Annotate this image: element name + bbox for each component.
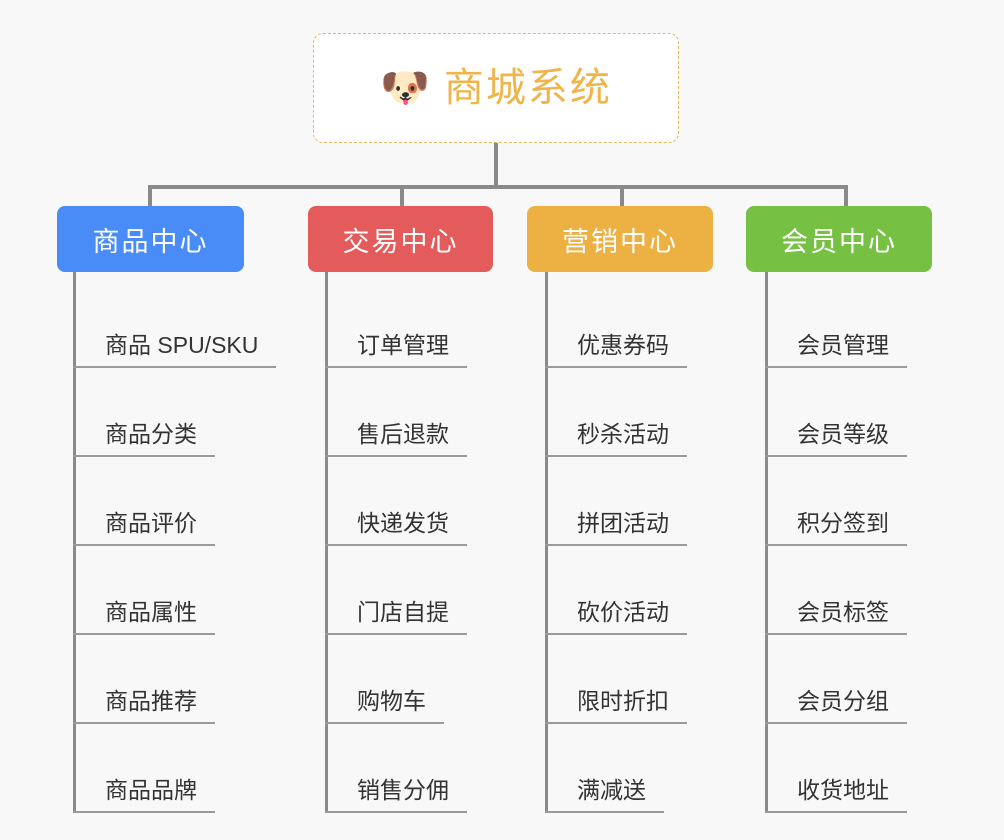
leaf-item-label: 会员等级	[797, 421, 889, 448]
leaf-item-label: 满减送	[577, 777, 646, 804]
leaf-item[interactable]: 拼团活动	[545, 474, 687, 546]
root-title: 商城系统	[443, 66, 612, 110]
category-label: 会员中心	[781, 226, 897, 257]
leaf-item-underline	[545, 811, 664, 813]
leaf-item-label: 优惠券码	[577, 332, 669, 359]
category-box-member-center[interactable]: 会员中心	[746, 206, 932, 272]
leaf-item-underline	[325, 455, 467, 457]
leaf-item[interactable]: 快递发货	[325, 474, 467, 546]
leaf-item-underline	[325, 811, 467, 813]
leaf-item[interactable]: 会员标签	[765, 563, 907, 635]
leaf-item-underline	[325, 366, 467, 368]
leaf-item[interactable]: 门店自提	[325, 563, 467, 635]
leaf-item-label: 购物车	[357, 688, 426, 715]
leaf-item-label: 秒杀活动	[577, 421, 669, 448]
category-label: 商品中心	[92, 226, 209, 257]
leaf-item-label: 商品分类	[105, 421, 197, 448]
leaf-item-underline	[73, 633, 215, 635]
leaf-item-underline	[325, 544, 467, 546]
category-box-marketing-center[interactable]: 营销中心	[527, 206, 713, 272]
leaf-item-label: 商品 SPU/SKU	[105, 332, 259, 359]
leaf-item[interactable]: 会员管理	[765, 296, 907, 368]
category-box-trade-center[interactable]: 交易中心	[308, 206, 493, 272]
leaf-item-underline	[765, 366, 907, 368]
leaf-item-underline	[325, 633, 467, 635]
leaf-item[interactable]: 商品评价	[73, 474, 215, 546]
leaf-item-underline	[73, 455, 215, 457]
leaf-item-label: 拼团活动	[577, 510, 669, 537]
leaf-item-label: 会员标签	[797, 599, 889, 626]
leaf-item-label: 收货地址	[797, 777, 889, 804]
leaf-item[interactable]: 商品品牌	[73, 741, 215, 813]
leaf-item-underline	[325, 722, 444, 724]
leaf-item-label: 销售分佣	[357, 777, 449, 804]
connector-drop-trade-center	[400, 185, 404, 208]
leaf-item-underline	[765, 455, 907, 457]
leaf-item[interactable]: 会员分组	[765, 652, 907, 724]
leaf-item[interactable]: 售后退款	[325, 385, 467, 457]
leaf-item[interactable]: 收货地址	[765, 741, 907, 813]
leaf-item[interactable]: 会员等级	[765, 385, 907, 457]
leaf-item-label: 门店自提	[357, 599, 449, 626]
connector-horizontal-bar	[148, 185, 848, 189]
connector-drop-marketing-center	[620, 185, 624, 208]
leaf-item-underline	[765, 633, 907, 635]
leaf-item-label: 商品评价	[105, 510, 197, 537]
leaf-item-underline	[545, 455, 687, 457]
category-label: 交易中心	[342, 226, 459, 257]
leaf-item[interactable]: 销售分佣	[325, 741, 467, 813]
leaf-item-underline	[545, 722, 687, 724]
leaf-item[interactable]: 商品 SPU/SKU	[73, 296, 277, 368]
leaf-item-underline	[765, 811, 907, 813]
leaf-item-label: 快递发货	[357, 510, 449, 537]
leaf-item-label: 会员分组	[797, 688, 889, 715]
leaf-item[interactable]: 订单管理	[325, 296, 467, 368]
leaf-item-label: 商品品牌	[105, 777, 197, 804]
leaf-item-underline	[765, 722, 907, 724]
leaf-item-label: 会员管理	[797, 332, 889, 359]
leaf-item-label: 商品推荐	[105, 688, 197, 715]
leaf-item-underline	[73, 811, 215, 813]
leaf-item-label: 订单管理	[357, 332, 449, 359]
leaf-item-underline	[73, 722, 215, 724]
leaf-item[interactable]: 优惠券码	[545, 296, 687, 368]
leaf-spine	[325, 272, 328, 813]
leaf-item-label: 积分签到	[797, 510, 889, 537]
leaf-item[interactable]: 砍价活动	[545, 563, 687, 635]
leaf-item[interactable]: 商品属性	[73, 563, 215, 635]
leaf-item[interactable]: 商品分类	[73, 385, 215, 457]
leaf-spine	[73, 272, 76, 813]
leaf-item-underline	[73, 544, 215, 546]
leaf-item-underline	[765, 544, 907, 546]
leaf-spine	[545, 272, 548, 813]
leaf-item-underline	[545, 544, 687, 546]
leaf-item-underline	[73, 366, 277, 368]
leaf-item[interactable]: 秒杀活动	[545, 385, 687, 457]
leaf-item[interactable]: 满减送	[545, 741, 664, 813]
leaf-item-label: 商品属性	[105, 599, 197, 626]
connector-drop-member-center	[844, 185, 848, 208]
leaf-item-underline	[545, 366, 687, 368]
category-label: 营销中心	[562, 226, 678, 257]
leaf-item-underline	[545, 633, 687, 635]
leaf-item-label: 砍价活动	[577, 599, 669, 626]
leaf-item[interactable]: 商品推荐	[73, 652, 215, 724]
leaf-item[interactable]: 限时折扣	[545, 652, 687, 724]
connector-root-stem	[494, 143, 498, 187]
leaf-spine	[765, 272, 768, 813]
leaf-item[interactable]: 积分签到	[765, 474, 907, 546]
leaf-item[interactable]: 购物车	[325, 652, 444, 724]
category-box-product-center[interactable]: 商品中心	[57, 206, 244, 272]
leaf-item-label: 售后退款	[357, 421, 449, 448]
shiba-dog-icon: 🐶	[380, 66, 430, 110]
root-node[interactable]: 🐶 商城系统	[313, 33, 679, 143]
connector-drop-product-center	[148, 185, 152, 208]
leaf-item-label: 限时折扣	[577, 688, 669, 715]
